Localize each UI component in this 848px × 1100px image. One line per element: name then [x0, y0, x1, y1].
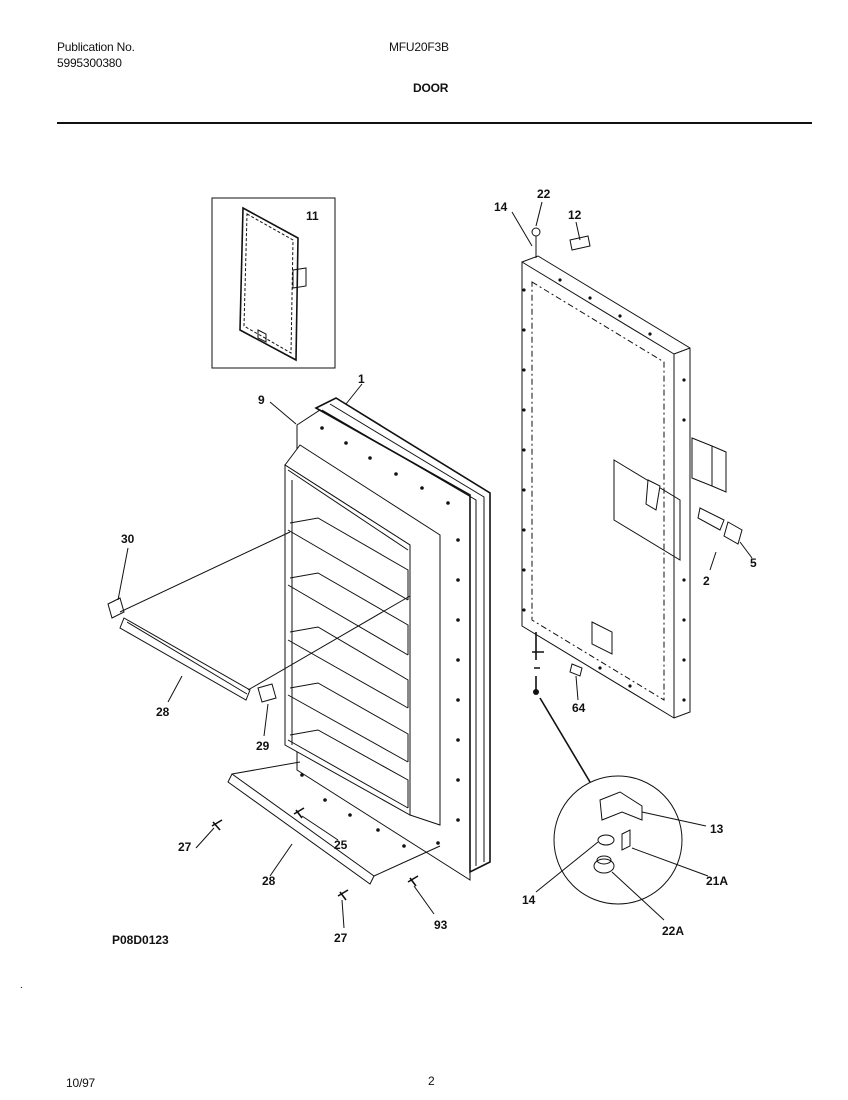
cam-5 [723, 521, 743, 545]
callout-30: 30 [121, 532, 135, 546]
hinge-pin-22 [531, 227, 541, 237]
callout-9: 9 [258, 393, 265, 407]
callout-11: 11 [306, 209, 319, 223]
callout-25: 25 [334, 838, 348, 852]
page-number: 2 [428, 1074, 435, 1088]
door-shelves [287, 469, 409, 809]
callout-29: 29 [256, 739, 270, 753]
section-title: DOOR [413, 81, 449, 95]
model-number: MFU20F3B [389, 40, 449, 54]
callout-22a: 22A [662, 924, 684, 938]
callout-64: 64 [572, 701, 586, 715]
callout-27-lower: 27 [334, 931, 348, 945]
upper-shelf-rail [107, 531, 411, 703]
callout-14-top: 14 [494, 200, 508, 214]
screw-27-upper [211, 819, 223, 831]
door-liner-assembly [284, 397, 491, 881]
callout-leaders [117, 201, 753, 929]
handle-bracket [691, 437, 727, 493]
door-gasket-inner [321, 409, 477, 866]
outer-door [521, 227, 743, 783]
door-gasket-lip [329, 403, 485, 862]
gasket-inner [243, 213, 294, 354]
clip-30 [107, 597, 125, 619]
callout-93: 93 [434, 918, 448, 932]
callout-21a: 21A [706, 874, 728, 888]
rail-leader-lines [119, 531, 411, 691]
callout-2: 2 [703, 574, 710, 588]
detail-leader [539, 697, 591, 783]
callout-12: 12 [568, 208, 582, 222]
panel-screw-holes [300, 426, 460, 848]
callout-5: 5 [750, 556, 757, 570]
cap-64 [569, 663, 583, 677]
gasket-tab [257, 329, 267, 343]
callout-27-upper: 27 [178, 840, 192, 854]
strike [697, 507, 725, 531]
screw-25 [293, 807, 305, 819]
publication-label: Publication No. [57, 40, 135, 54]
liner-front [284, 464, 411, 816]
outer-door-inner-outline [531, 281, 665, 701]
footer-date: 10/97 [66, 1076, 96, 1090]
bottom-hinge-pin [532, 632, 544, 690]
cover-12 [569, 235, 591, 251]
rail-28-upper [119, 617, 251, 701]
outer-door-panel [521, 255, 691, 719]
callout-13: 13 [710, 822, 724, 836]
figure-code: P08D0123 [112, 933, 169, 947]
gasket-outer [239, 206, 299, 362]
inset-frame [211, 197, 336, 369]
hinge-bracket-13 [599, 791, 643, 821]
hinge-detail-circle [553, 775, 683, 905]
detail-circle [553, 775, 683, 905]
rail-28-lower [227, 773, 375, 885]
header-rule [57, 122, 812, 124]
screw-93 [407, 875, 419, 887]
callout-14-detail: 14 [522, 893, 536, 907]
bottom-hinge-plate [591, 621, 613, 655]
stray-mark: . [20, 980, 23, 991]
latch [645, 479, 661, 511]
gasket-inset [211, 197, 336, 369]
washer-14 [597, 834, 615, 846]
door-gasket-frame [314, 397, 491, 874]
callout-28-lower: 28 [262, 874, 276, 888]
screw-21a [621, 829, 631, 851]
callout-28-upper: 28 [156, 705, 170, 719]
callout-22: 22 [537, 187, 551, 201]
lower-shelf-rail [211, 761, 441, 901]
screw-27-lower [337, 889, 349, 901]
outer-door-screw-holes [522, 278, 686, 702]
callout-1: 1 [358, 372, 365, 386]
clip-29 [257, 683, 277, 703]
gasket-clip [292, 267, 307, 289]
publication-number: 5995300380 [57, 56, 122, 70]
